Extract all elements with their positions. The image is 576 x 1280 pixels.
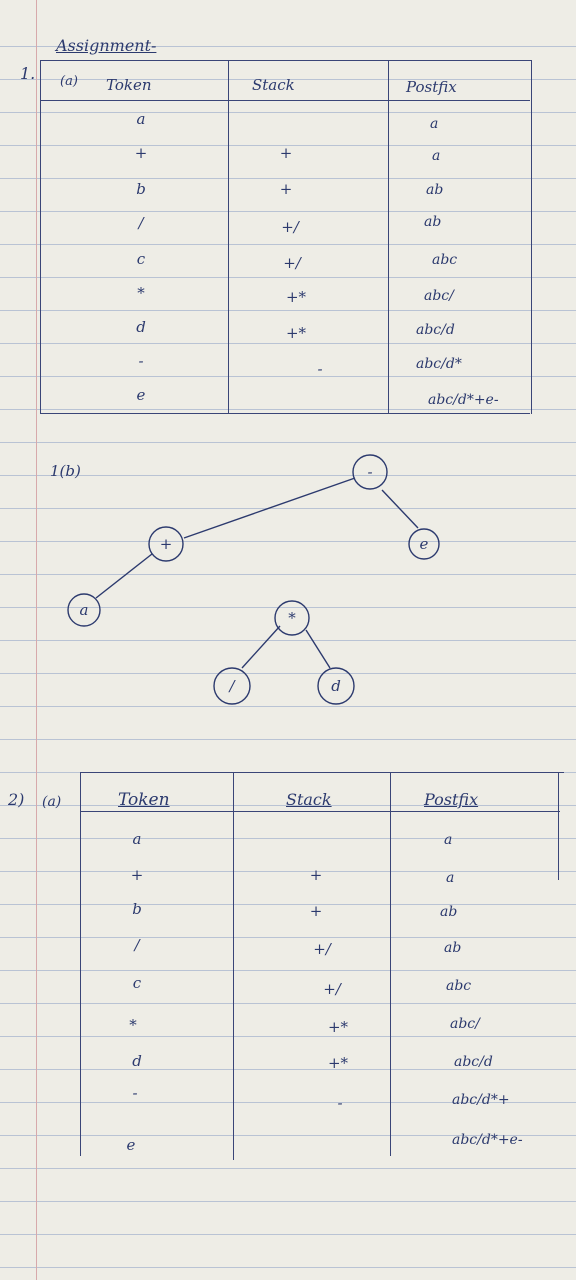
table2-right-border [558, 772, 559, 880]
stack-cell: - [337, 1094, 343, 1112]
tree-node-label: / [227, 677, 236, 695]
tree-edge [305, 629, 331, 669]
table1-right-border [531, 60, 532, 414]
postfix-cell: abc [446, 978, 472, 994]
stack-cell: +* [327, 1054, 349, 1072]
token-cell: b [132, 900, 142, 918]
postfix-cell: abc/d* [416, 356, 462, 372]
tree-edge [241, 625, 281, 669]
stack-cell: +/ [281, 218, 299, 236]
table2-header-stack: Stack [286, 790, 332, 809]
tree-node-label: * [288, 609, 296, 627]
tree-node: a [67, 593, 101, 627]
token-cell: / [134, 936, 140, 954]
postfix-cell: abc/ [424, 288, 454, 304]
token-cell: * [137, 284, 145, 302]
postfix-cell: a [444, 832, 453, 848]
table1-header-token: Token [106, 76, 152, 94]
table2-divider-2 [390, 772, 391, 1156]
stack-cell: +* [285, 324, 307, 342]
stack-cell: +* [285, 288, 307, 306]
postfix-cell: ab [424, 214, 442, 230]
table1-left-border [40, 60, 41, 414]
question-1a-label: (a) [60, 74, 78, 89]
token-cell: / [138, 214, 144, 232]
token-cell: c [136, 250, 146, 268]
stack-cell: +* [327, 1018, 349, 1036]
table2-header-token: Token [118, 790, 170, 810]
token-cell: c [132, 974, 142, 992]
tree-node: * [274, 600, 310, 636]
table1-top-border [40, 60, 532, 61]
postfix-cell: ab [444, 940, 462, 956]
token-cell: a [132, 830, 142, 848]
stack-cell: + [279, 180, 293, 198]
question-1-number: 1. [20, 64, 36, 83]
table2-header-postfix: Postfix [424, 790, 479, 809]
token-cell: + [134, 144, 148, 162]
margin-line [36, 0, 37, 1280]
table1-header-stack: Stack [252, 76, 295, 94]
question-1b-label: 1(b) [50, 462, 81, 480]
token-cell: - [138, 352, 144, 370]
postfix-cell: ab [440, 904, 458, 920]
tree-node-label: d [331, 677, 341, 695]
tree-node-label: a [80, 601, 89, 619]
stack-cell: + [309, 902, 323, 920]
token-cell: - [132, 1084, 138, 1102]
question-2a-label: (a) [42, 794, 62, 810]
tree-edge [95, 553, 153, 599]
tree-node-label: + [160, 535, 173, 553]
table2-divider-1 [233, 772, 234, 1160]
token-cell: d [136, 318, 146, 336]
postfix-cell: abc/d [454, 1054, 493, 1070]
question-2-number: 2) [8, 790, 25, 809]
tree-edge [381, 489, 419, 529]
stack-cell: + [279, 144, 293, 162]
postfix-cell: ab [426, 182, 444, 198]
stack-cell: +/ [323, 980, 341, 998]
table2-top-border [80, 772, 564, 773]
table2-header-rule [80, 811, 560, 812]
table1-divider-2 [388, 60, 389, 414]
postfix-cell: a [432, 148, 441, 164]
tree-node: / [213, 667, 251, 705]
tree-node: - [352, 454, 388, 490]
stack-cell: + [309, 866, 323, 884]
tree-node-label: e [420, 535, 429, 553]
postfix-cell: abc/d*+ [452, 1092, 510, 1108]
stack-cell: +/ [313, 940, 331, 958]
stack-cell: +/ [283, 254, 301, 272]
token-cell: d [132, 1052, 142, 1070]
tree-edge [183, 477, 356, 539]
stack-cell: - [317, 360, 323, 378]
tree-node: d [317, 667, 355, 705]
tree-node: + [148, 526, 184, 562]
expression-tree: - + e a * / d [67, 454, 440, 705]
tree-node-label: - [367, 463, 372, 481]
postfix-cell: a [446, 870, 455, 886]
table1-divider-1 [228, 60, 229, 414]
tree-node: e [408, 528, 440, 560]
postfix-cell: abc [432, 252, 458, 268]
token-cell: e [126, 1136, 136, 1154]
table2-left-border [80, 772, 81, 1156]
token-cell: e [136, 386, 146, 404]
postfix-cell: a [430, 116, 439, 132]
token-cell: a [136, 110, 146, 128]
assignment-heading: Assignment- [56, 36, 157, 55]
table1-header-rule [40, 100, 530, 101]
token-cell: + [130, 866, 144, 884]
postfix-cell: abc/d*+e- [452, 1132, 523, 1148]
table1-bottom-border [40, 413, 530, 414]
postfix-cell: abc/d*+e- [428, 392, 499, 408]
postfix-cell: abc/ [450, 1016, 480, 1032]
token-cell: b [136, 180, 146, 198]
postfix-cell: abc/d [416, 322, 455, 338]
token-cell: * [129, 1016, 137, 1034]
table1-header-postfix: Postfix [406, 78, 457, 96]
